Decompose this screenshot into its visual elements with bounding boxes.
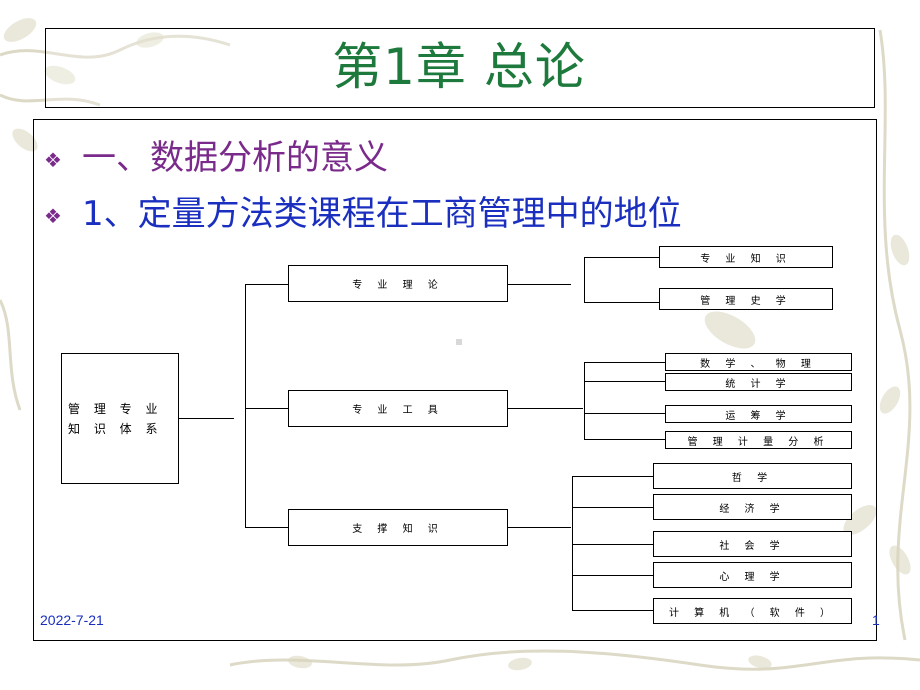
leaf-node: 管 理 史 学 [659,288,833,310]
connector [584,381,665,382]
leaf-node: 心 理 学 [653,562,852,588]
connector [584,439,665,440]
leaf-node: 专 业 知 识 [659,246,833,268]
connector [572,507,653,508]
leaf-node: 管 理 计 量 分 析 [665,431,852,449]
slide-title: 第1章 总论 [332,38,586,96]
bullet-1: ❖ 一、数据分析的意义 [44,130,388,179]
connector [572,610,653,611]
diamond-bullet-icon: ❖ [44,203,62,228]
branch-node-theory: 专 业 理 论 [288,265,508,302]
diamond-bullet-icon: ❖ [44,147,62,172]
connector [584,362,585,439]
root-line-2: 知 识 体 系 [68,421,163,436]
connector [584,257,585,303]
bullet-1-text: 一、数据分析的意义 [82,138,388,178]
connector [572,476,573,610]
connector [245,527,288,528]
root-node: 管 理 专 业 知 识 体 系 [61,353,179,484]
connector [179,418,234,419]
connector [572,476,653,477]
connector [508,408,583,409]
connector [584,302,659,303]
connector [572,544,653,545]
title-frame [45,28,875,108]
connector [508,527,571,528]
connector [508,284,571,285]
connector [572,575,653,576]
branch-node-tools: 专 业 工 具 [288,390,508,427]
leaf-node: 社 会 学 [653,531,852,557]
slide-date: 2022-7-21 [40,612,104,628]
branch-node-support: 支 撑 知 识 [288,509,508,546]
content-frame [33,119,877,641]
connector [584,413,665,414]
leaf-node: 数 学 、 物 理 [665,353,852,371]
leaf-node: 哲 学 [653,463,852,489]
leaf-node: 运 筹 学 [665,405,852,423]
connector [245,284,288,285]
connector [584,362,665,363]
leaf-node: 经 济 学 [653,494,852,520]
connector [245,284,246,528]
leaf-node: 统 计 学 [665,373,852,391]
root-line-1: 管 理 专 业 [68,401,163,416]
bullet-2-text: 1、定量方法类课程在工商管理中的地位 [82,194,682,234]
leaf-node: 计 算 机 （ 软 件 ） [653,598,852,624]
small-dot [456,339,462,345]
page-number: 1 [872,612,880,628]
connector [245,408,288,409]
bullet-2: ❖ 1、定量方法类课程在工商管理中的地位 [44,186,682,235]
connector [584,257,659,258]
